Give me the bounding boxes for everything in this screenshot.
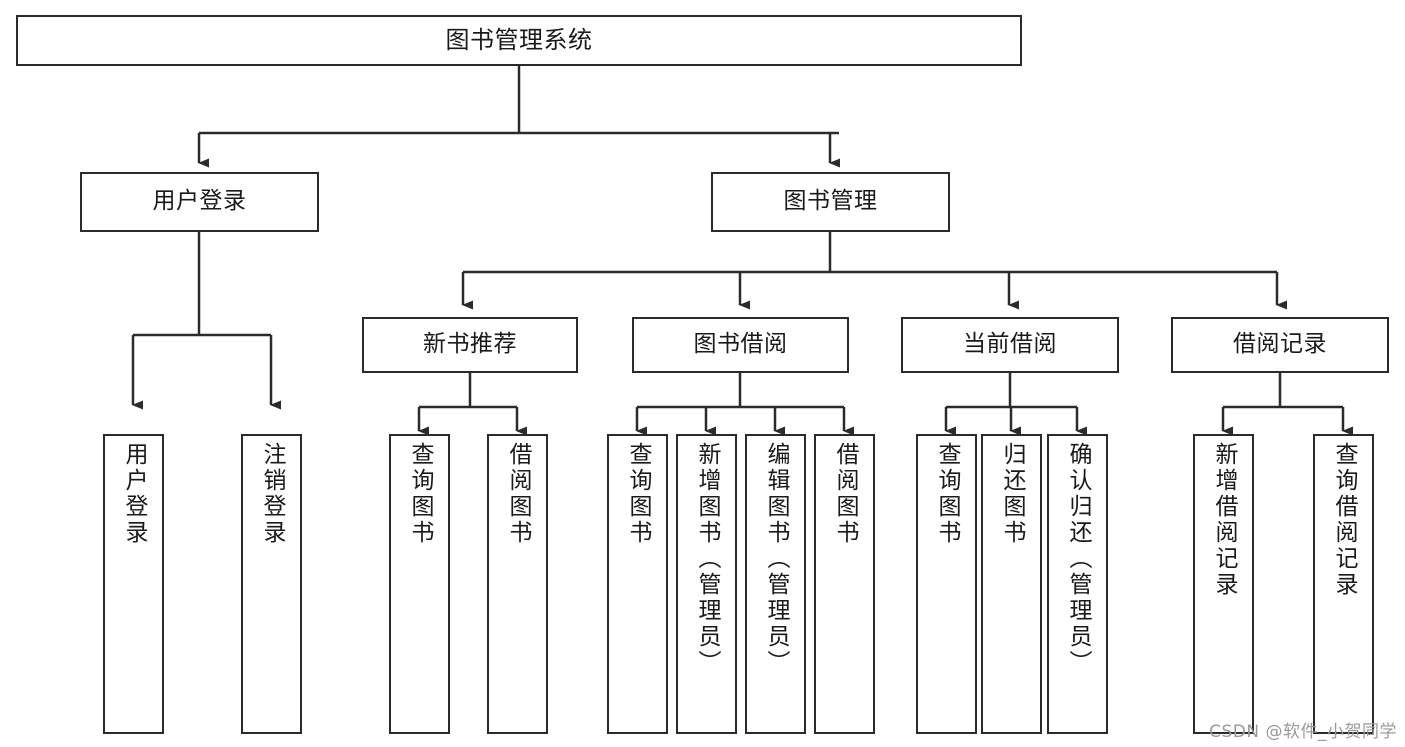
leaf-borrow-record-add[interactable]: 新增借阅记录 xyxy=(1193,434,1254,734)
node-book-management[interactable]: 图书管理 xyxy=(711,172,950,232)
node-current-borrow[interactable]: 当前借阅 xyxy=(901,317,1119,373)
node-label: 新增借阅记录 xyxy=(1211,442,1237,598)
leaf-new-book-query[interactable]: 查询图书 xyxy=(389,434,450,734)
node-root-system[interactable]: 图书管理系统 xyxy=(16,15,1022,66)
leaf-user-login-signin[interactable]: 用户登录 xyxy=(103,434,164,734)
leaf-new-book-borrow[interactable]: 借阅图书 xyxy=(487,434,548,734)
node-label: 注销登录 xyxy=(259,442,285,546)
node-label: 新书推荐 xyxy=(423,331,517,358)
node-label: 图书管理系统 xyxy=(445,26,593,55)
leaf-book-borrow-add[interactable]: 新增图书（管理员） xyxy=(676,434,737,734)
node-label: 借阅记录 xyxy=(1233,331,1327,358)
node-label: 当前借阅 xyxy=(963,331,1057,358)
leaf-current-borrow-query[interactable]: 查询图书 xyxy=(916,434,977,734)
leaf-borrow-record-query[interactable]: 查询借阅记录 xyxy=(1313,434,1374,734)
node-label: 查询图书 xyxy=(625,442,651,546)
node-label: 图书借阅 xyxy=(693,331,788,358)
watermark-text: CSDN @软件_小贺同学 xyxy=(1209,722,1397,742)
node-book-borrow[interactable]: 图书借阅 xyxy=(632,317,849,373)
node-label: 确认归还（管理员） xyxy=(1065,442,1091,676)
node-label: 编辑图书（管理员） xyxy=(763,442,789,676)
node-label: 查询图书 xyxy=(934,442,960,546)
node-user-login[interactable]: 用户登录 xyxy=(80,172,319,232)
node-label: 图书管理 xyxy=(783,188,878,215)
leaf-current-borrow-confirm-return[interactable]: 确认归还（管理员） xyxy=(1047,434,1108,734)
leaf-book-borrow-lend[interactable]: 借阅图书 xyxy=(814,434,875,734)
leaf-book-borrow-edit[interactable]: 编辑图书（管理员） xyxy=(745,434,806,734)
node-borrow-record[interactable]: 借阅记录 xyxy=(1171,317,1389,373)
node-label: 用户登录 xyxy=(121,442,147,546)
node-label: 归还图书 xyxy=(999,442,1025,546)
node-label: 用户登录 xyxy=(152,188,247,215)
leaf-book-borrow-query[interactable]: 查询图书 xyxy=(607,434,668,734)
node-label: 借阅图书 xyxy=(832,442,858,546)
node-label: 借阅图书 xyxy=(505,442,531,546)
node-label: 查询图书 xyxy=(407,442,433,546)
leaf-user-login-signout[interactable]: 注销登录 xyxy=(241,434,302,734)
leaf-current-borrow-return[interactable]: 归还图书 xyxy=(981,434,1042,734)
node-label: 新增图书（管理员） xyxy=(694,442,720,676)
node-label: 查询借阅记录 xyxy=(1331,442,1357,598)
node-new-book-recommend[interactable]: 新书推荐 xyxy=(362,317,578,373)
